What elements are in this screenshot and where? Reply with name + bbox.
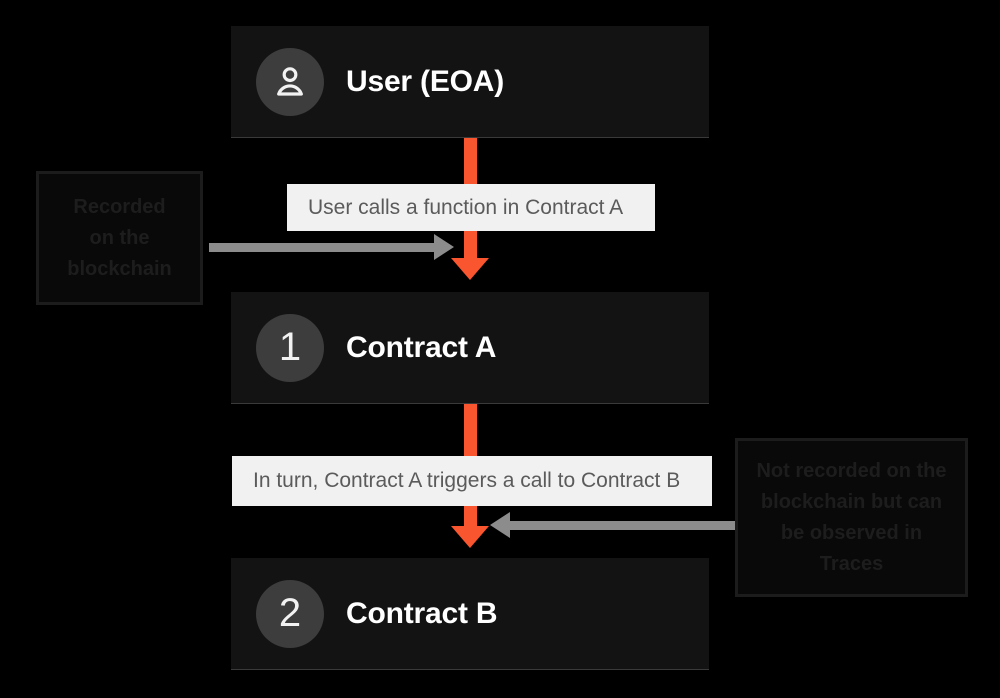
annotation-recorded-on-blockchain: Recorded on the blockchain (36, 171, 203, 305)
edge-label-user-calls-function: User calls a function in Contract A (287, 184, 655, 231)
node-contract-b[interactable]: 2 Contract B (231, 558, 709, 670)
step-number-badge: 2 (256, 579, 324, 648)
arrow-shaft (209, 243, 435, 252)
arrow-head-icon (434, 234, 454, 260)
step-number-badge: 1 (256, 313, 324, 382)
annotation-line: on the (89, 226, 150, 249)
annotation-line: be observed in (780, 521, 923, 544)
connector-contract-a-to-contract-b-arrowhead (451, 526, 489, 548)
node-user-eoa[interactable]: User (EOA) (231, 26, 709, 138)
node-contract-a[interactable]: 1 Contract A (231, 292, 709, 404)
annotation-line: Recorded (73, 195, 166, 218)
arrow-shaft (509, 521, 735, 530)
annotation-line: blockchain but can (760, 490, 943, 513)
person-icon (256, 47, 324, 116)
annotation-line: Not recorded on the (756, 459, 947, 482)
annotation-not-recorded-traces: Not recorded on the blockchain but can b… (735, 438, 968, 597)
connector-user-to-contract-a-arrowhead (451, 258, 489, 280)
node-user-eoa-label: User (EOA) (346, 64, 505, 98)
annotation-line: blockchain (67, 257, 172, 280)
node-contract-b-label: Contract B (346, 596, 498, 630)
arrow-head-icon (490, 512, 510, 538)
node-contract-a-label: Contract A (346, 330, 497, 364)
edge-label-contract-a-triggers-call: In turn, Contract A triggers a call to C… (232, 456, 712, 506)
annotation-line: Traces (819, 552, 884, 575)
